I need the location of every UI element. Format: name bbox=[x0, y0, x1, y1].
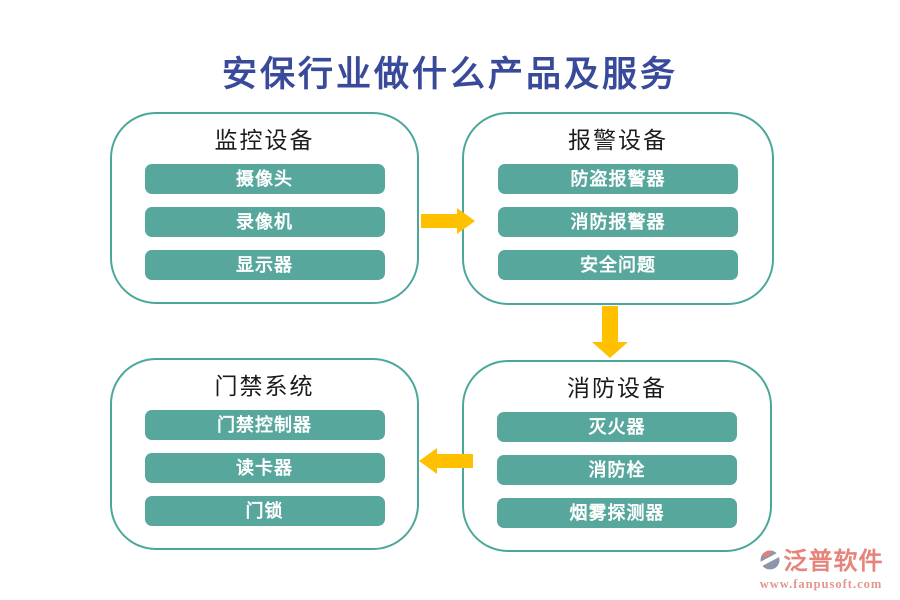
watermark-url: www.fanpusoft.com bbox=[759, 577, 883, 591]
group-heading-monitoring: 监控设备 bbox=[214, 128, 315, 153]
pill-item: 读卡器 bbox=[144, 453, 385, 483]
pill-item: 消防栓 bbox=[497, 455, 737, 485]
group-box-fire: 消防设备 灭火器 消防栓 烟雾探测器 bbox=[462, 360, 772, 552]
pill-item: 摄像头 bbox=[144, 164, 385, 194]
pill-item: 防盗报警器 bbox=[498, 164, 738, 194]
pill-item: 烟雾探测器 bbox=[497, 498, 737, 528]
watermark-brand: 泛普软件 bbox=[783, 548, 884, 575]
group-box-alarm: 报警设备 防盗报警器 消防报警器 安全问题 bbox=[462, 112, 774, 305]
arrow-right-icon bbox=[421, 208, 475, 239]
group-box-access: 门禁系统 门禁控制器 读卡器 门锁 bbox=[110, 358, 419, 550]
group-heading-fire: 消防设备 bbox=[567, 376, 667, 401]
group-heading-alarm: 报警设备 bbox=[568, 128, 668, 153]
page-title: 安保行业做什么产品及服务 bbox=[221, 55, 678, 94]
pill-item: 门锁 bbox=[144, 496, 385, 526]
pill-item: 消防报警器 bbox=[498, 207, 738, 237]
arrow-left-icon bbox=[419, 448, 473, 479]
group-box-monitoring: 监控设备 摄像头 录像机 显示器 bbox=[110, 112, 419, 304]
pill-item: 灭火器 bbox=[497, 412, 737, 442]
group-heading-access: 门禁系统 bbox=[214, 374, 315, 399]
arrow-down-icon bbox=[592, 306, 628, 363]
pill-item: 录像机 bbox=[144, 207, 385, 237]
pill-item: 显示器 bbox=[144, 250, 385, 280]
fanpu-logo-icon bbox=[756, 548, 784, 575]
watermark: 泛普软件 www.fanpusoft.com bbox=[748, 548, 894, 592]
pill-item: 门禁控制器 bbox=[144, 410, 385, 440]
pill-item: 安全问题 bbox=[498, 250, 738, 280]
